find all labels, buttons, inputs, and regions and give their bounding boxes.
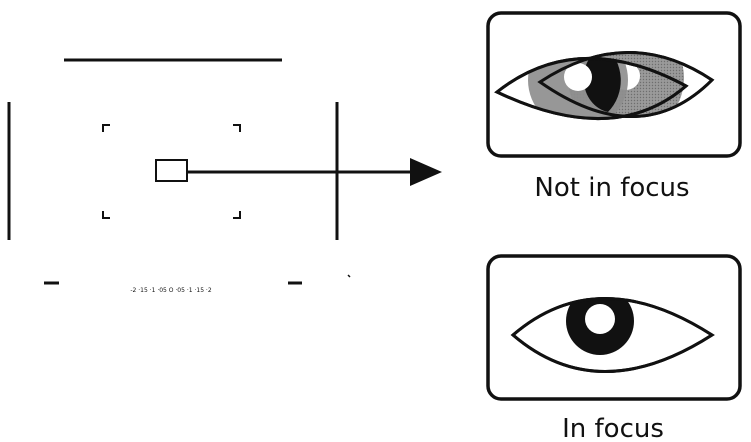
viewfinder: -2 ·15 ·1 ·05 O ·05 ·1 ·15 ·2 bbox=[7, 58, 442, 294]
focus-point bbox=[155, 159, 188, 182]
caption-not-in-focus: Not in focus bbox=[534, 173, 689, 203]
exposure-scale: -2 ·15 ·1 ·05 O ·05 ·1 ·15 ·2 bbox=[130, 287, 211, 294]
pupil bbox=[585, 304, 615, 334]
bracket-bottom-left bbox=[102, 211, 110, 219]
af-area-brackets bbox=[102, 124, 241, 219]
stray-mark bbox=[347, 274, 351, 278]
panel-not-in-focus: Not in focus bbox=[486, 11, 742, 203]
double-eye-icon bbox=[494, 51, 715, 121]
eye-icon bbox=[510, 297, 715, 373]
pointer-arrowhead bbox=[410, 158, 442, 186]
bracket-bottom-right bbox=[233, 211, 241, 219]
bracket-top-left bbox=[102, 124, 110, 132]
pupil-b bbox=[564, 63, 592, 91]
caption-in-focus: In focus bbox=[562, 414, 664, 442]
iris-overlap bbox=[583, 58, 621, 112]
bracket-top-right bbox=[233, 124, 241, 132]
panel-in-focus: In focus bbox=[486, 254, 742, 442]
